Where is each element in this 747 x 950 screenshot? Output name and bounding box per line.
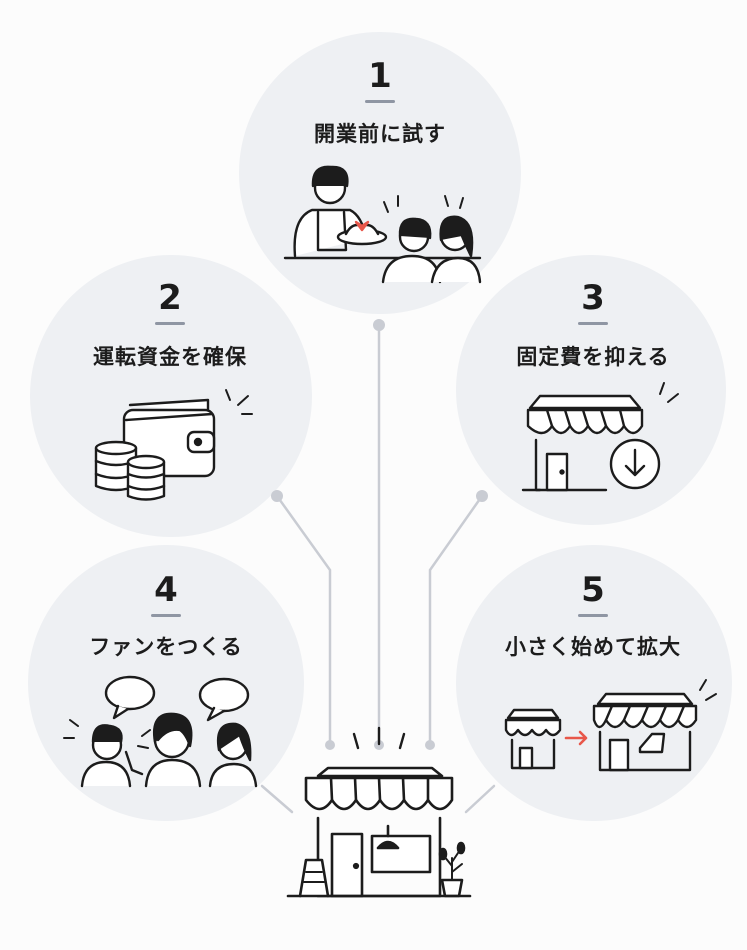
step-3-number: 3 [581,278,605,318]
wallet-coins-icon [94,389,253,501]
step-3-underline [578,322,608,325]
shop-cost-down-icon [521,382,679,492]
step-2-label: 運転資金を確保 [93,345,247,369]
connector-dots [271,319,488,750]
step-1-label: 開業前に試す [314,122,446,146]
step-1-number: 1 [368,56,392,96]
step-1-underline [365,100,395,103]
connector-step-3 [428,494,484,747]
small-shop-to-large-shop-icon [504,679,717,772]
connector-step-4 [260,784,294,814]
step-5-underline [578,614,608,617]
step-2-disc [30,255,312,537]
step-2-number: 2 [158,278,182,318]
step-4-underline [151,614,181,617]
step-3-label: 固定費を抑える [516,345,670,369]
connector-lines [260,323,496,814]
step-3-disc [456,255,726,525]
chef-serving-customers-icon [283,165,482,284]
step-5-number: 5 [581,570,605,610]
step-4-label: ファンをつくる [89,635,243,659]
people-chatting-icon [63,675,258,788]
step-2-underline [155,322,185,325]
step-5-disc [456,545,732,821]
connector-step-2 [275,494,332,747]
connector-step-5 [464,784,496,814]
step-5-label: 小さく始めて拡大 [505,635,681,659]
storefront-icon [286,726,472,898]
step-4-number: 4 [154,570,178,610]
